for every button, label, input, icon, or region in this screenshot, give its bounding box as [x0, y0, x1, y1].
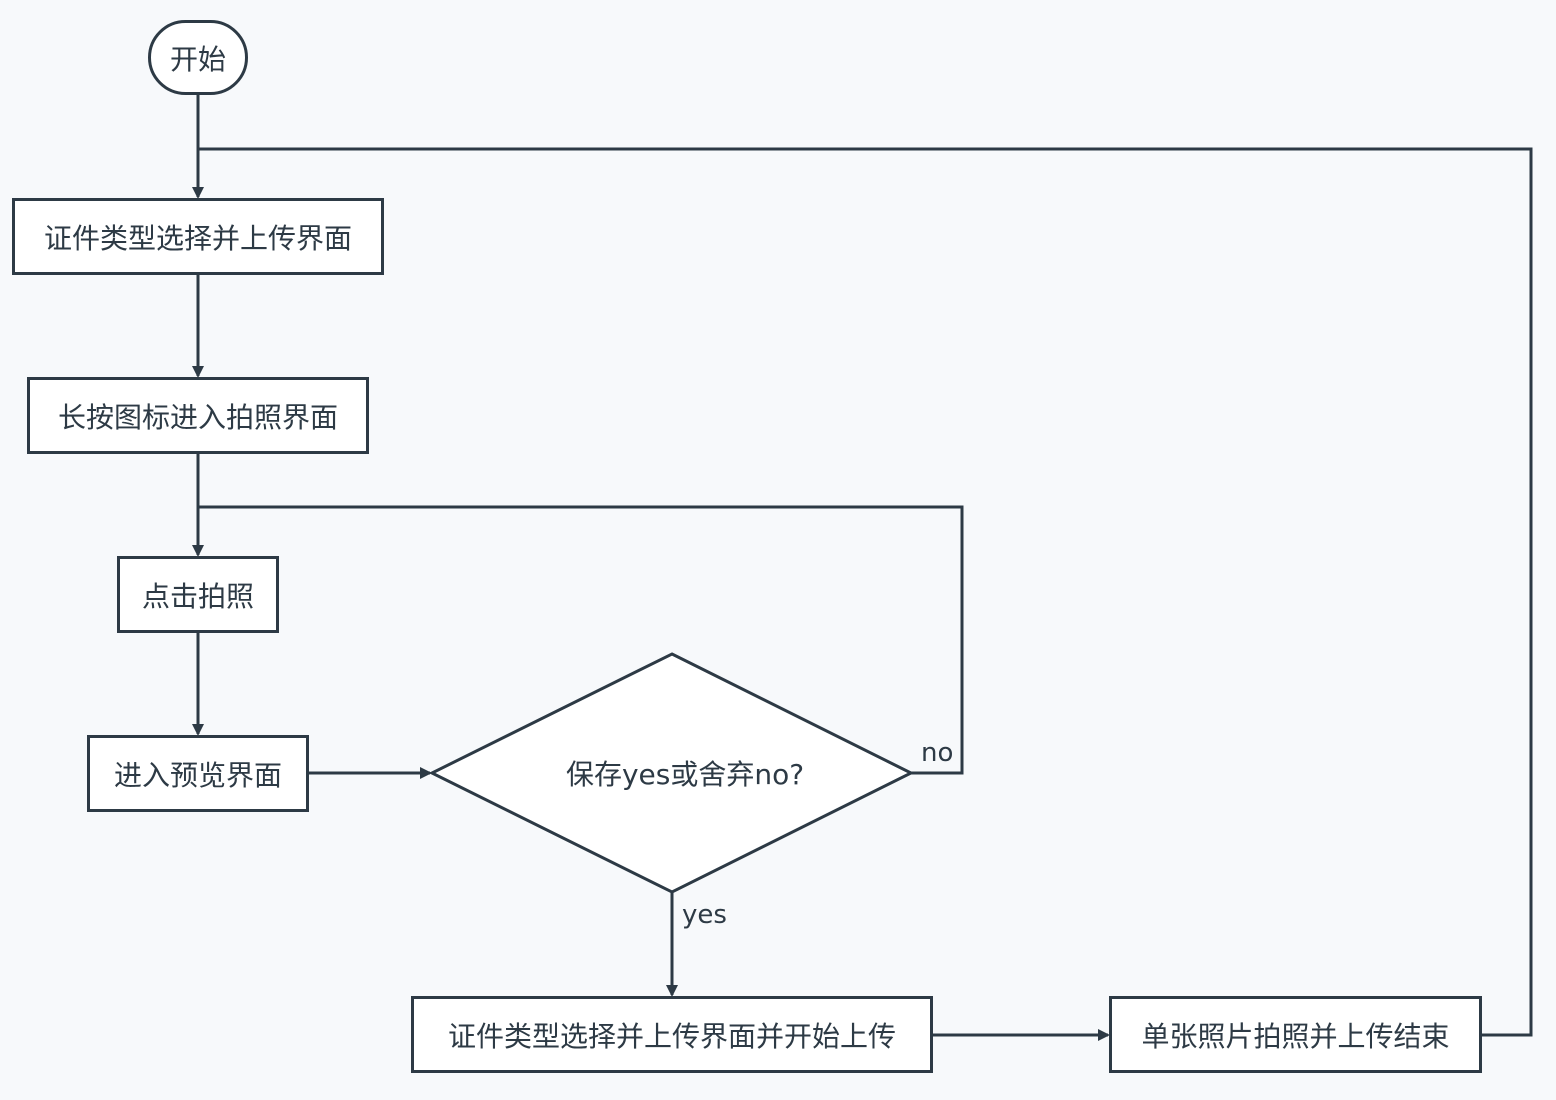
decision-text: 保存yes或舍弃no?: [565, 758, 805, 791]
start-node: 开始: [148, 20, 248, 95]
long-press-node: 长按图标进入拍照界面: [27, 377, 369, 454]
finish-label: 单张照片拍照并上传结束: [1141, 1019, 1450, 1053]
long-press-label: 长按图标进入拍照界面: [57, 400, 338, 434]
tap-photo-label: 点击拍照: [141, 579, 254, 613]
upload-start-node: 证件类型选择并上传界面并开始上传: [411, 996, 933, 1073]
upload-start-label: 证件类型选择并上传界面并开始上传: [447, 1019, 896, 1053]
tap-photo-node: 点击拍照: [117, 556, 279, 633]
preview-node: 进入预览界面: [87, 735, 309, 812]
upload-screen-label: 证件类型选择并上传界面: [43, 221, 352, 255]
decision-diamond: [428, 652, 915, 894]
edge-label-yes: yes: [682, 900, 727, 930]
start-label: 开始: [169, 42, 226, 76]
preview-label: 进入预览界面: [113, 758, 282, 792]
edge-decision-no-loop: [198, 505, 964, 775]
edge-finish-loop: [198, 147, 1533, 1037]
upload-screen-node: 证件类型选择并上传界面: [12, 198, 384, 275]
decision-label: 保存yes或舍弃no?: [480, 748, 890, 798]
edge-label-no: no: [921, 738, 954, 768]
finish-node: 单张照片拍照并上传结束: [1109, 996, 1482, 1073]
